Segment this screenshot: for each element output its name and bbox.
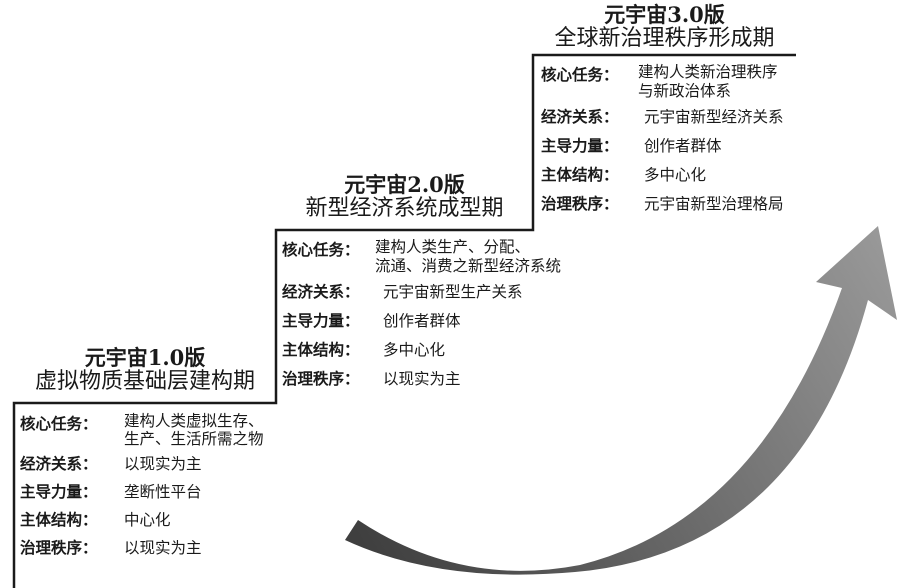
item-key: 治理秩序：: [20, 538, 98, 557]
stage-3-core-task: 核心任务： 建构人类新治理秩序 与新政治体系: [541, 63, 841, 105]
stage-3-governance-order: 治理秩序： 元宇宙新型治理格局: [541, 192, 841, 221]
item-value: 垄断性平台: [124, 483, 202, 501]
stage-1-governance-order: 治理秩序： 以现实为主: [20, 536, 290, 564]
item-value: 建构人类新治理秩序 与新政治体系: [638, 63, 778, 100]
item-key: 主体结构：: [20, 510, 98, 529]
item-value: 建构人类虚拟生存、 生产、生活所需之物: [124, 412, 264, 448]
stage-3-leading-force: 主导力量： 创作者群体: [541, 134, 841, 163]
stage-3-version: 元宇宙3.0版: [604, 2, 725, 27]
item-value: 建构人类生产、分配、 流通、消费之新型经济系统: [375, 238, 562, 275]
stage-1-title: 元宇宙1.0版 虚拟物质基础层建构期: [14, 346, 276, 394]
stage-2-leading-force: 主导力量： 创作者群体: [282, 309, 582, 338]
staircase-line: [12, 53, 796, 588]
item-value: 中心化: [124, 511, 171, 529]
item-key: 主导力量：: [282, 311, 360, 330]
item-value: 元宇宙新型生产关系: [383, 283, 523, 301]
stage-1-items: 核心任务： 建构人类虚拟生存、 生产、生活所需之物 经济关系： 以现实为主 主导…: [20, 412, 290, 564]
stage-1-name: 虚拟物质基础层建构期: [34, 368, 255, 394]
stage-2-title: 元宇宙2.0版 新型经济系统成型期: [276, 173, 533, 221]
item-key: 经济关系：: [541, 107, 619, 126]
stage-3-name: 全球新治理秩序形成期: [554, 25, 775, 51]
stage-3-economic-relation: 经济关系： 元宇宙新型经济关系: [541, 105, 841, 134]
stage-1-subject-structure: 主体结构： 中心化: [20, 508, 290, 536]
stage-1-economic-relation: 经济关系： 以现实为主: [20, 452, 290, 480]
item-value: 创作者群体: [383, 312, 461, 330]
stage-2-core-task: 核心任务： 建构人类生产、分配、 流通、消费之新型经济系统: [282, 238, 582, 280]
item-value: 多中心化: [383, 341, 446, 359]
stage-1-leading-force: 主导力量： 垄断性平台: [20, 480, 290, 508]
stage-2-name: 新型经济系统成型期: [305, 195, 504, 221]
item-key: 主导力量：: [541, 136, 619, 155]
item-value: 以现实为主: [383, 370, 461, 388]
item-key: 治理秩序：: [541, 194, 619, 213]
stage-2-version: 元宇宙2.0版: [344, 172, 465, 197]
stage-1-core-task: 核心任务： 建构人类虚拟生存、 生产、生活所需之物: [20, 412, 290, 452]
stage-1-version: 元宇宙1.0版: [84, 345, 206, 370]
stage-2-governance-order: 治理秩序： 以现实为主: [282, 367, 582, 396]
stage-3-subject-structure: 主体结构： 多中心化: [541, 163, 841, 192]
stage-2-items: 核心任务： 建构人类生产、分配、 流通、消费之新型经济系统 经济关系： 元宇宙新…: [282, 238, 582, 396]
stage-2-subject-structure: 主体结构： 多中心化: [282, 338, 582, 367]
item-key: 经济关系：: [20, 454, 98, 473]
stage-2-economic-relation: 经济关系： 元宇宙新型生产关系: [282, 280, 582, 309]
item-value: 多中心化: [644, 166, 707, 184]
stage-3-items: 核心任务： 建构人类新治理秩序 与新政治体系 经济关系： 元宇宙新型经济关系 主…: [541, 63, 841, 221]
item-key: 核心任务：: [541, 65, 619, 84]
item-value: 元宇宙新型治理格局: [644, 195, 784, 213]
curved-arrow-body: [345, 226, 897, 575]
item-value: 以现实为主: [124, 539, 202, 557]
item-value: 创作者群体: [644, 137, 722, 155]
item-key: 主导力量：: [20, 482, 98, 501]
item-value: 以现实为主: [124, 455, 202, 473]
stage-3-title: 元宇宙3.0版 全球新治理秩序形成期: [533, 3, 796, 51]
item-key: 经济关系：: [282, 282, 360, 301]
item-key: 治理秩序：: [282, 369, 360, 388]
item-key: 主体结构：: [282, 340, 360, 359]
item-key: 核心任务：: [282, 240, 360, 259]
item-key: 主体结构：: [541, 165, 619, 184]
item-key: 核心任务：: [20, 414, 98, 433]
item-value: 元宇宙新型经济关系: [644, 108, 784, 126]
